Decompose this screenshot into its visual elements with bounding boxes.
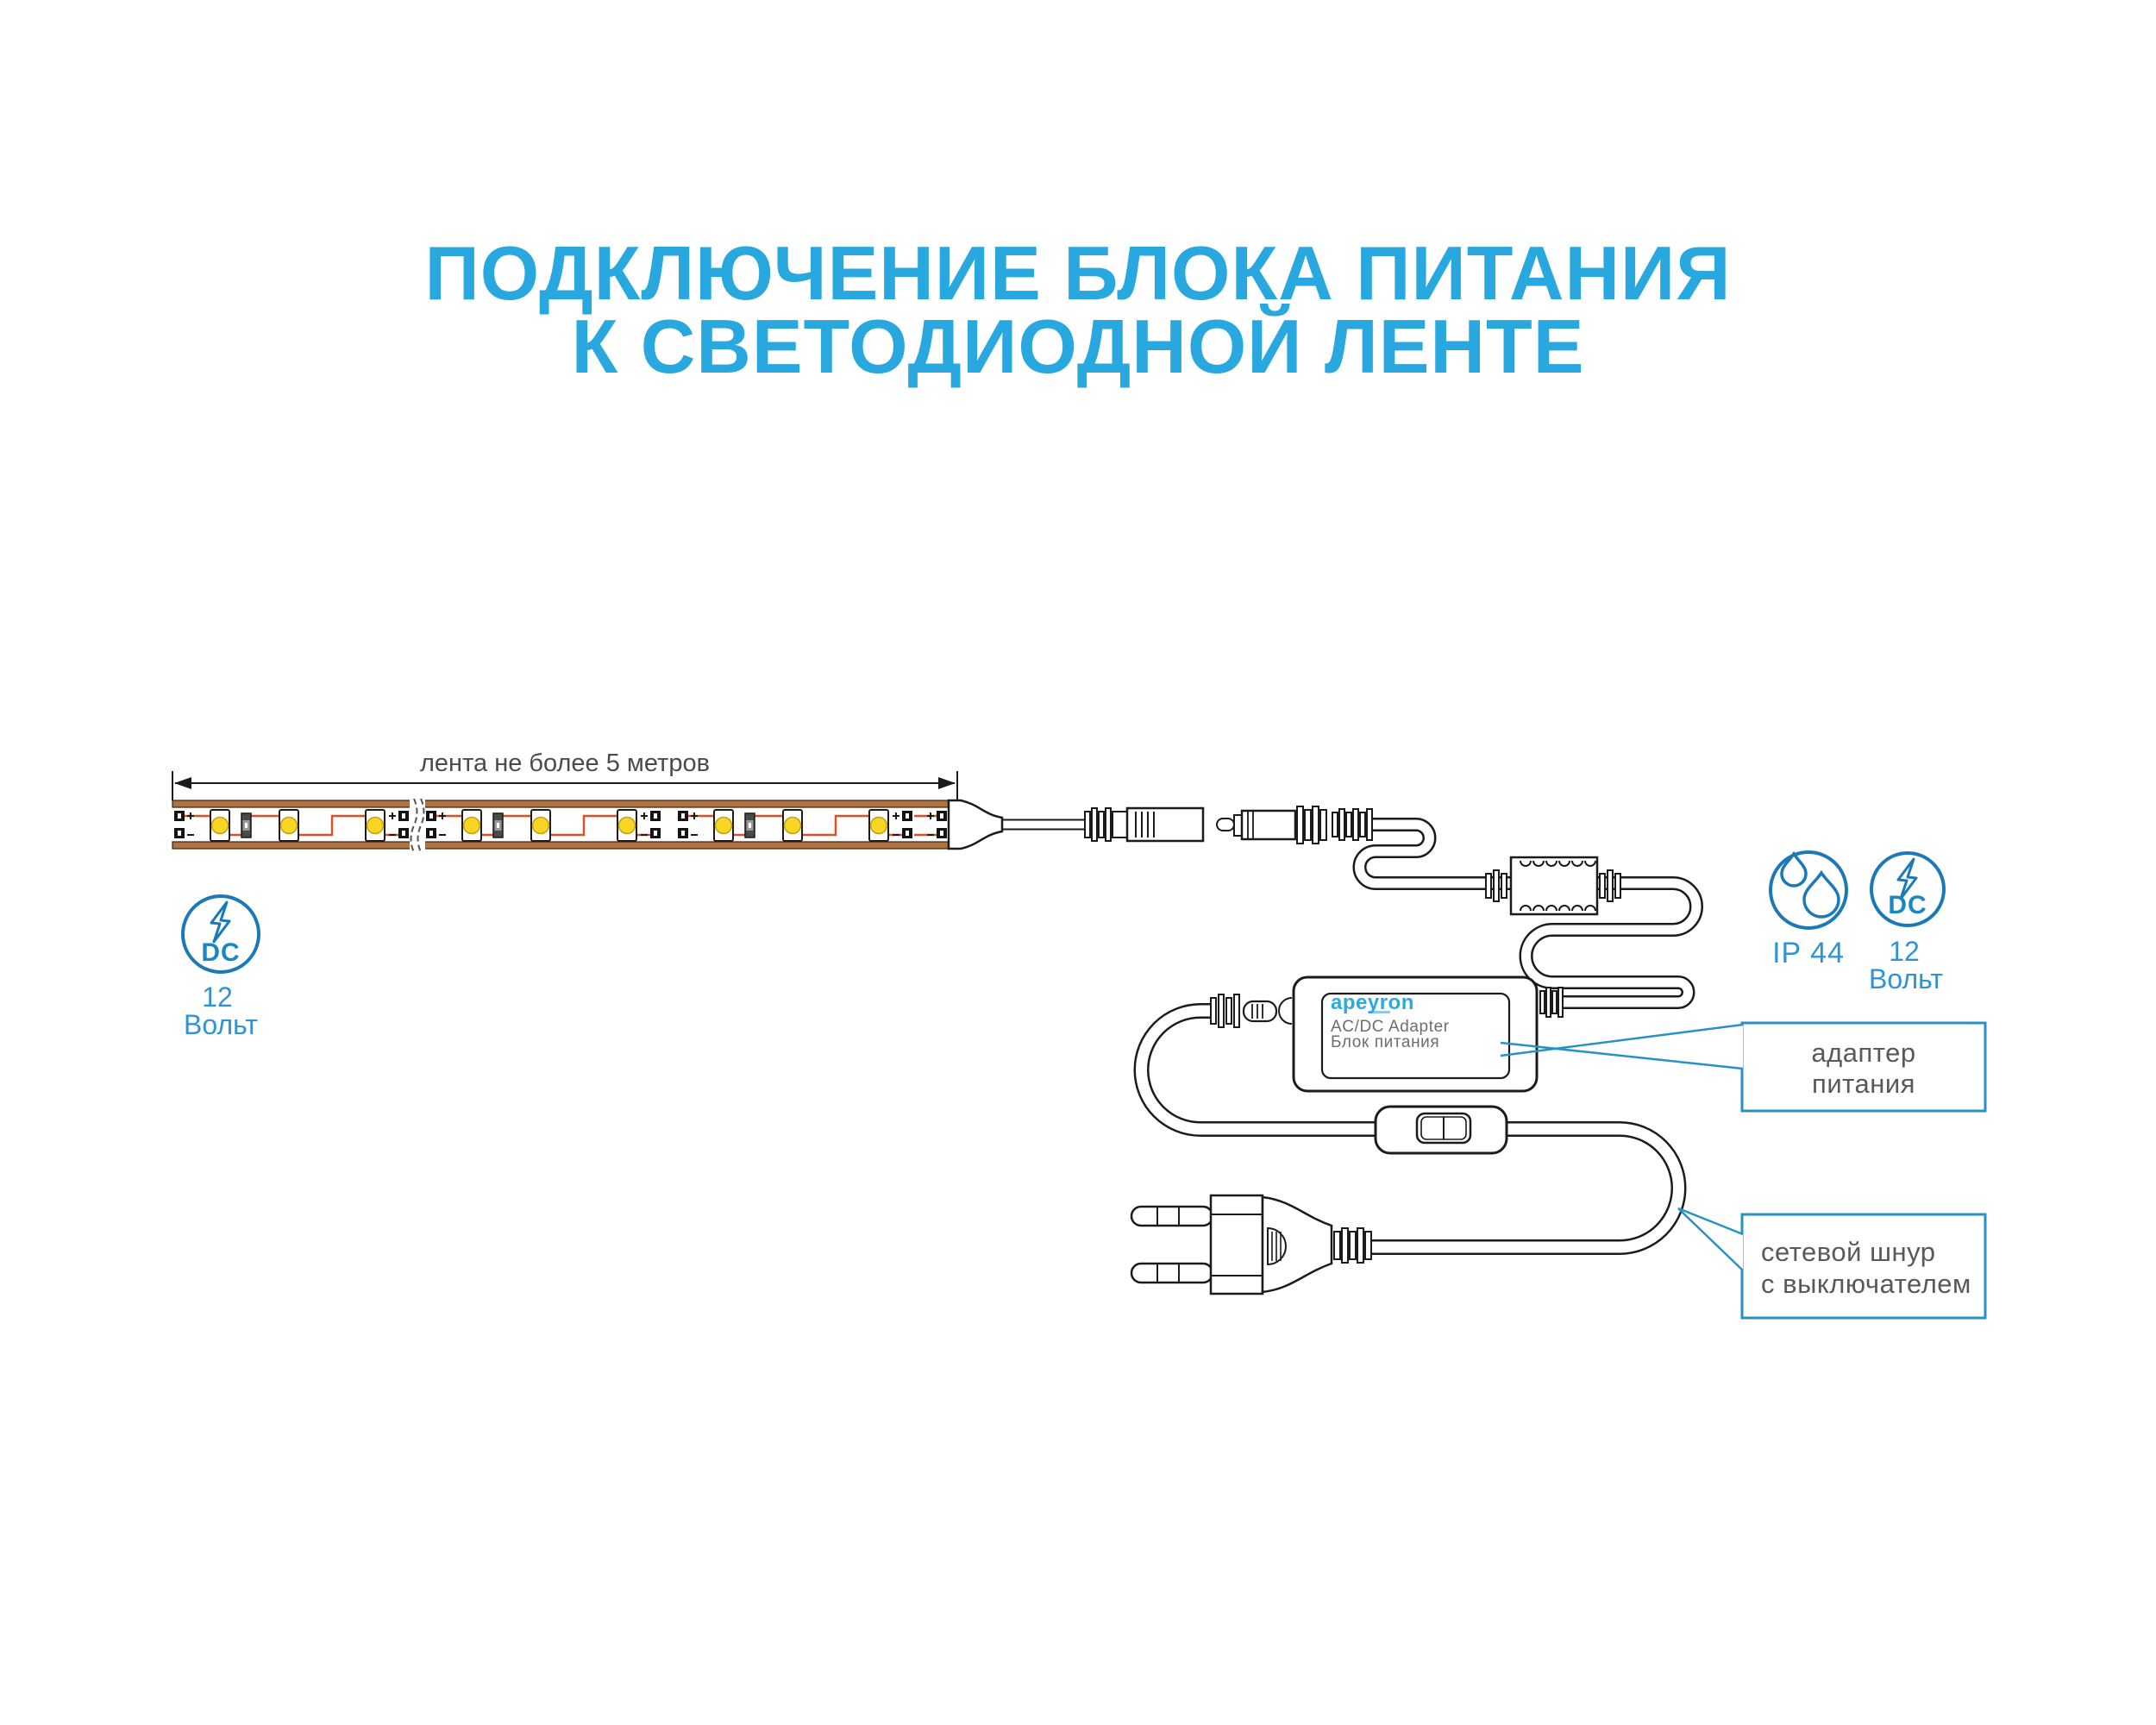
led-strip xyxy=(172,771,958,853)
adapter-callout-line1: адаптер xyxy=(1811,1038,1915,1068)
ferrite-filter xyxy=(1485,856,1621,916)
ip44-label: IP 44 xyxy=(1772,937,1845,969)
strip-end-connector xyxy=(947,799,1004,850)
strip-end-pads xyxy=(914,811,947,838)
lightning-icon xyxy=(1896,857,1918,900)
page-title-line-1: ПОДКЛЮЧЕНИЕ БЛОКА ПИТАНИЯ xyxy=(424,230,1731,316)
power-cord-callout xyxy=(1677,1207,1987,1320)
dc-left-unit: Вольт xyxy=(184,1009,258,1040)
cord-callout-line1: сетевой шнур xyxy=(1761,1237,1935,1267)
adapter-dc-entry xyxy=(1539,987,1564,1018)
badge-ip44 xyxy=(1769,850,1848,930)
dc-right-unit: Вольт xyxy=(1869,963,1943,994)
dc-cable xyxy=(1352,818,1703,1009)
euro-plug xyxy=(1130,1194,1372,1295)
dc-circle-icon xyxy=(181,894,260,974)
badge-dc-right xyxy=(1870,851,1946,927)
dc-right-value: 12 xyxy=(1889,936,1920,967)
page-title-line-2: К СВЕТОДИОДНОЙ ЛЕНТЕ xyxy=(572,304,1585,389)
dimension-arrow xyxy=(172,771,958,800)
ip44-circle-icon xyxy=(1769,850,1848,930)
dc-left-abbr: DC xyxy=(201,938,240,967)
adapter-line1: AC/DC Adapter xyxy=(1331,1018,1450,1036)
strip-dimension-label: лента не более 5 метров xyxy=(420,750,710,777)
badge-dc-left xyxy=(181,894,260,974)
plug-prong-bottom xyxy=(1130,1262,1214,1284)
adapter-brand: apeyron xyxy=(1331,991,1414,1014)
dc-right-abbr: DC xyxy=(1888,891,1927,919)
water-drop-small-icon xyxy=(1780,850,1808,888)
adapter-ac-connector xyxy=(1210,994,1293,1028)
water-drop-large-icon xyxy=(1802,869,1840,919)
dc-plug-male xyxy=(1216,806,1373,844)
adapter-box xyxy=(1292,975,1539,1093)
adapter-callout-pointer xyxy=(1557,1025,1743,1069)
dc-circle-icon xyxy=(1870,851,1946,927)
adapter-callout xyxy=(1500,1021,1987,1113)
lightning-icon xyxy=(210,900,231,944)
adapter-line2: Блок питания xyxy=(1331,1033,1439,1051)
strip-break xyxy=(410,798,425,853)
cord-callout-line2: с выключателем xyxy=(1761,1269,1971,1299)
adapter-callout-line2: питания xyxy=(1812,1069,1915,1099)
dc-jack-female xyxy=(1084,806,1205,843)
dc-left-value: 12 xyxy=(202,982,233,1013)
brand-tagline-mark xyxy=(1368,1011,1390,1013)
plug-prong-top xyxy=(1130,1205,1214,1227)
inline-switch xyxy=(1374,1105,1508,1155)
